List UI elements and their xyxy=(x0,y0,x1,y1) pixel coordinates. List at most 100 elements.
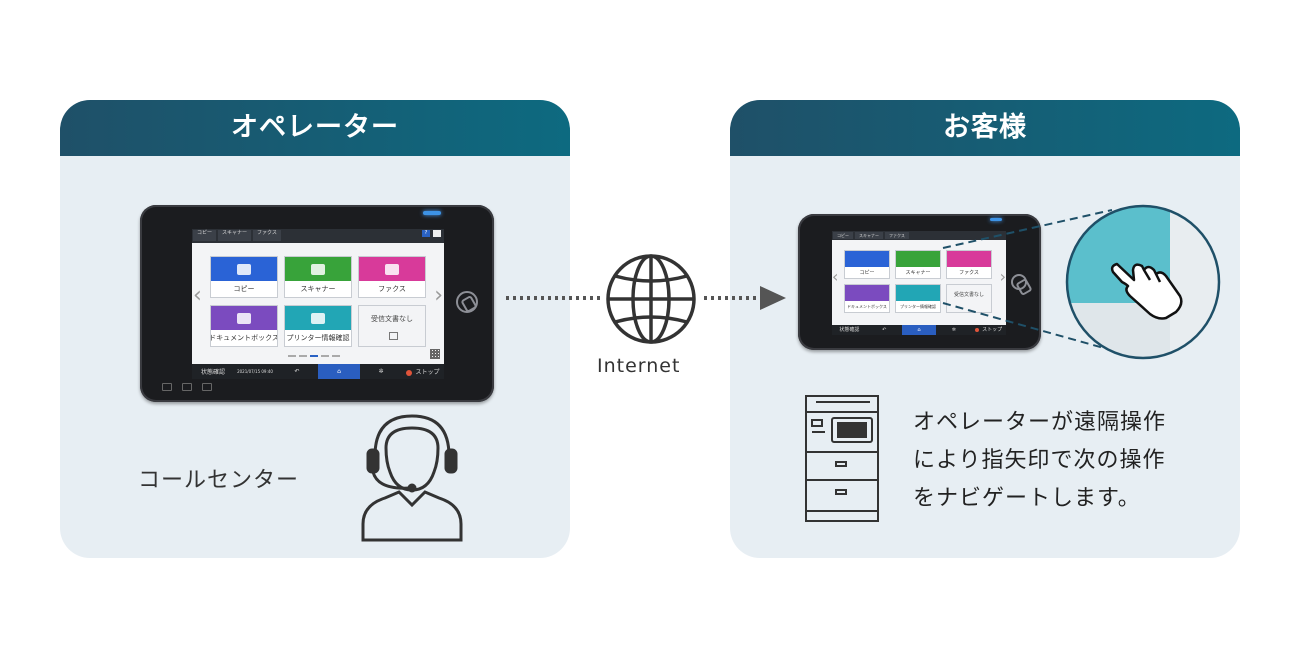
tile-scanner-top xyxy=(285,257,351,281)
physical-home-button[interactable] xyxy=(1011,274,1027,290)
tile-scanner[interactable]: スキャナー xyxy=(895,250,941,279)
tile-no-received-docs[interactable]: 受信文書なし xyxy=(358,305,426,347)
operator-headset-icon xyxy=(361,414,463,542)
customer-control-panel-device: コピー スキャナー ファクス ‹ › コピー スキャナー ファクス ドキュメント… xyxy=(798,214,1041,350)
screen-tab-bar: コピー スキャナー ファクス xyxy=(832,231,1006,241)
operator-panel-title: オペレーター xyxy=(60,100,570,156)
page-dot xyxy=(288,355,296,357)
energy-saver-icon[interactable] xyxy=(433,230,441,237)
tile-copy[interactable]: コピー xyxy=(210,256,278,298)
tile-fax-label: ファクス xyxy=(959,270,979,277)
scanner-icon xyxy=(311,263,325,275)
tile-document-box-label: ドキュメントボックス xyxy=(211,334,277,342)
globe-icon xyxy=(606,254,696,344)
zoom-line-top xyxy=(942,209,1113,249)
tile-copy-top xyxy=(845,251,889,268)
screen-tab-scanner[interactable]: スキャナー xyxy=(218,230,252,242)
tile-document-box-top xyxy=(845,285,889,302)
tile-copy-label: コピー xyxy=(859,270,875,277)
tile-no-received-docs-label: 受信文書なし xyxy=(371,315,413,323)
hardware-status-icons xyxy=(162,383,212,391)
back-icon[interactable]: ↶ xyxy=(294,368,300,375)
tile-copy-label: コピー xyxy=(233,285,255,293)
settings-icon[interactable]: ✲ xyxy=(378,368,384,375)
tile-document-box-top xyxy=(211,306,277,330)
page-indicator xyxy=(288,355,340,357)
tile-copy[interactable]: コピー xyxy=(844,250,890,279)
tile-fax[interactable]: ファクス xyxy=(358,256,426,298)
customer-screen: コピー スキャナー ファクス ‹ › コピー スキャナー ファクス ドキュメント… xyxy=(832,231,1006,335)
document-box-icon xyxy=(237,312,251,324)
next-page-icon[interactable]: › xyxy=(434,283,443,308)
stop-icon xyxy=(406,369,413,376)
screen-tab-scanner[interactable]: スキャナー xyxy=(855,231,883,240)
help-icon[interactable]: ? xyxy=(422,230,430,237)
tile-scanner-label: スキャナー xyxy=(905,270,931,277)
customer-description: オペレーターが遠隔操作 により指矢印で次の操作 をナビゲートします。 xyxy=(913,404,1166,518)
tile-scanner[interactable]: スキャナー xyxy=(284,256,352,298)
power-icon xyxy=(202,383,212,391)
tile-document-box[interactable]: ドキュメントボックス xyxy=(844,284,890,313)
call-center-label: コールセンター xyxy=(138,468,300,493)
prev-page-icon[interactable]: ‹ xyxy=(832,267,839,286)
data-in-icon xyxy=(162,383,172,391)
screen-tab-copy[interactable]: コピー xyxy=(193,230,217,242)
datetime-label: 2021/07/15 09:40 xyxy=(237,369,273,374)
zoom-line-bottom xyxy=(942,302,1119,353)
tile-fax-top xyxy=(359,257,425,281)
next-page-icon[interactable]: › xyxy=(999,267,1006,286)
screen-tab-fax[interactable]: ファクス xyxy=(885,231,909,240)
tile-document-box[interactable]: ドキュメントボックス xyxy=(210,305,278,347)
operator-control-panel-device: コピー スキャナー ファクス ? ‹ › コピー スキャナー ファクス ドキュメ… xyxy=(140,205,494,402)
printer-info-icon xyxy=(311,312,325,324)
home-icon[interactable]: ⌂ xyxy=(318,364,360,379)
arrow-right-icon xyxy=(760,286,786,310)
tile-no-received-docs-label: 受信文書なし xyxy=(953,292,984,298)
screen-bottom-bar: 状態確認 2021/07/15 09:40 ↶ ⌂ ✲ ストップ xyxy=(192,364,444,379)
page-dot xyxy=(299,355,307,357)
tile-printer-info-label: プリンター情報確認 xyxy=(900,303,936,309)
mfp-printer-icon xyxy=(805,395,879,522)
lock-icon xyxy=(389,332,398,340)
page-dot xyxy=(332,355,340,357)
physical-home-button[interactable] xyxy=(456,291,478,313)
tile-no-received-docs[interactable]: 受信文書なし xyxy=(946,284,992,313)
prev-page-icon[interactable]: ‹ xyxy=(193,283,202,308)
status-led xyxy=(990,218,1002,221)
tile-printer-info[interactable]: プリンター情報確認 xyxy=(895,284,941,313)
pointing-hand-icon xyxy=(1110,262,1183,320)
communication-icon xyxy=(182,383,192,391)
stop-button[interactable]: ストップ xyxy=(971,326,1006,333)
tile-fax-label: ファクス xyxy=(378,285,406,293)
operator-screen: コピー スキャナー ファクス ? ‹ › コピー スキャナー ファクス ドキュメ… xyxy=(192,229,444,379)
status-check-button[interactable]: 状態確認 xyxy=(839,327,860,334)
tile-copy-top xyxy=(211,257,277,281)
stop-label: ストップ xyxy=(982,327,1003,334)
description-line-1: オペレーターが遠隔操作 xyxy=(913,410,1167,435)
fax-icon xyxy=(385,263,399,275)
description-line-3: をナビゲートします。 xyxy=(913,486,1141,511)
screen-tab-fax[interactable]: ファクス xyxy=(253,230,281,242)
back-icon[interactable]: ↶ xyxy=(882,326,887,333)
internet-label: Internet xyxy=(597,355,681,377)
tile-fax[interactable]: ファクス xyxy=(946,250,992,279)
tile-printer-info-top xyxy=(896,285,940,302)
stop-button[interactable]: ストップ xyxy=(402,367,444,376)
status-check-button[interactable]: 状態確認 xyxy=(200,369,225,376)
tile-fax-top xyxy=(947,251,991,268)
screen-tab-bar: コピー スキャナー ファクス xyxy=(192,229,444,243)
stop-icon xyxy=(975,327,980,332)
tile-printer-info[interactable]: プリンター情報確認 xyxy=(284,305,352,347)
status-led xyxy=(423,211,441,215)
app-grid-icon[interactable] xyxy=(430,349,440,359)
tile-scanner-top xyxy=(896,251,940,268)
home-icon[interactable]: ⌂ xyxy=(901,324,937,335)
description-line-2: により指矢印で次の操作 xyxy=(913,448,1166,473)
tile-printer-info-label: プリンター情報確認 xyxy=(286,334,350,342)
customer-panel-title: お客様 xyxy=(730,100,1240,156)
screen-bottom-bar: 状態確認 ↶ ⌂ ✲ ストップ xyxy=(832,324,1006,335)
screen-tab-copy[interactable]: コピー xyxy=(833,231,853,240)
tile-scanner-label: スキャナー xyxy=(300,285,336,293)
settings-icon[interactable]: ✲ xyxy=(951,326,956,333)
